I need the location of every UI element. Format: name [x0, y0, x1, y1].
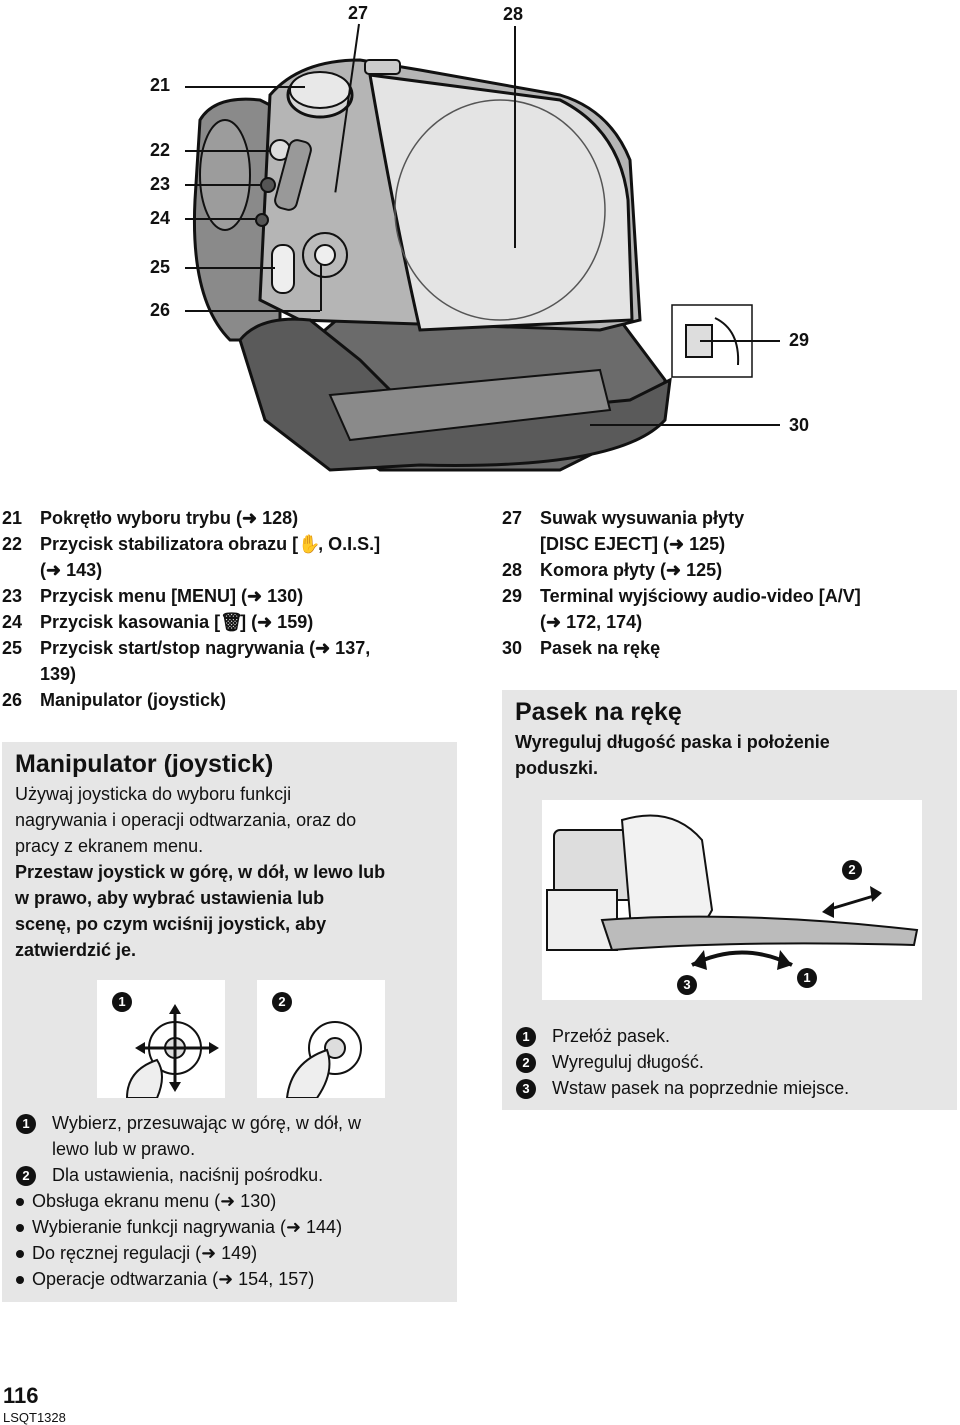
leader-line-26-vert [320, 265, 322, 311]
callout-26: 26 [150, 300, 171, 320]
page-number: 116 [3, 1383, 39, 1408]
leader-line-29 [700, 340, 780, 342]
leader-line-22 [185, 150, 270, 152]
strap-info-box: Pasek na rękę Wyreguluj długość paska i … [502, 690, 957, 1110]
joystick-para-1: Używaj joysticka do wyboru funkcji nagry… [15, 784, 357, 856]
joystick-box-title: Manipulator (joystick) [15, 750, 274, 778]
document-code: LSQT1328 [3, 1410, 66, 1425]
bullet-menu: Obsługa ekranu menu (➜ 130) [14, 1188, 276, 1214]
callout-30: 30 [789, 415, 810, 435]
callout-25: 25 [150, 257, 171, 277]
figure-badge-1: 1 [112, 992, 132, 1012]
leader-line-26 [185, 310, 320, 312]
strap-box-title: Pasek na rękę [515, 698, 682, 726]
joystick-para-2: Przestaw joystick w górę, w dół, w lewo … [15, 862, 386, 960]
bullet-playback: Operacje odtwarzania (➜ 154, 157) [14, 1266, 314, 1292]
camcorder-illustration [192, 58, 753, 472]
callout-23: 23 [150, 174, 171, 194]
strap-step-badge-1: 1 [516, 1027, 536, 1048]
leader-line-30 [590, 424, 780, 426]
callout-21: 21 [150, 75, 171, 95]
step-badge-2: 2 [16, 1166, 36, 1187]
bullet-manual: Do ręcznej regulacji (➜ 149) [14, 1240, 257, 1266]
strap-step-badge-2: 2 [516, 1053, 536, 1074]
strap-figure-badge-2: 2 [842, 860, 862, 880]
step-badge-1: 1 [16, 1114, 36, 1135]
leader-line-25 [185, 267, 275, 269]
leader-line-23 [185, 184, 260, 186]
leader-line-24 [185, 218, 255, 220]
callout-28: 28 [503, 4, 524, 24]
strap-figure-badge-1: 1 [797, 968, 817, 988]
figure-badge-2: 2 [272, 992, 292, 1012]
stabilizer-hand-icon: ✋ [298, 534, 321, 554]
list-item-27-cont: [DISC EJECT] (➜ 125) [540, 534, 726, 554]
trash-icon: 🗑 [220, 612, 243, 632]
callout-29: 29 [789, 330, 810, 350]
list-item-22-cont: (➜ 143) [40, 560, 103, 580]
strap-figure [542, 800, 922, 1000]
strap-step-2: 2 Wyreguluj długość. [516, 1049, 704, 1075]
strap-step-1: 1 Przełóż pasek. [516, 1023, 670, 1049]
leader-line-21 [185, 86, 305, 88]
strap-subtitle: Wyreguluj długość paska i położenie podu… [515, 732, 830, 778]
strap-step-badge-3: 3 [516, 1079, 536, 1100]
joystick-step-1: 1 Wybierz, przesuwając w górę, w dół, w … [16, 1110, 361, 1159]
bullet-recording: Wybieranie funkcji nagrywania (➜ 144) [14, 1214, 342, 1240]
joystick-info-box: Manipulator (joystick) Używaj joysticka … [2, 742, 457, 1302]
joystick-step-2: 2 Dla ustawienia, naciśnij pośrodku. [16, 1162, 323, 1188]
callout-27: 27 [348, 3, 369, 23]
callout-24: 24 [150, 208, 171, 228]
strap-step-3: 3 Wstaw pasek na poprzednie miejsce. [516, 1075, 849, 1101]
callout-22: 22 [150, 140, 171, 160]
list-item-25-cont: 139) [40, 664, 77, 684]
list-item-29-cont: (➜ 172, 174) [540, 612, 643, 632]
leader-line-28 [514, 26, 516, 248]
strap-figure-badge-3: 3 [677, 975, 697, 995]
